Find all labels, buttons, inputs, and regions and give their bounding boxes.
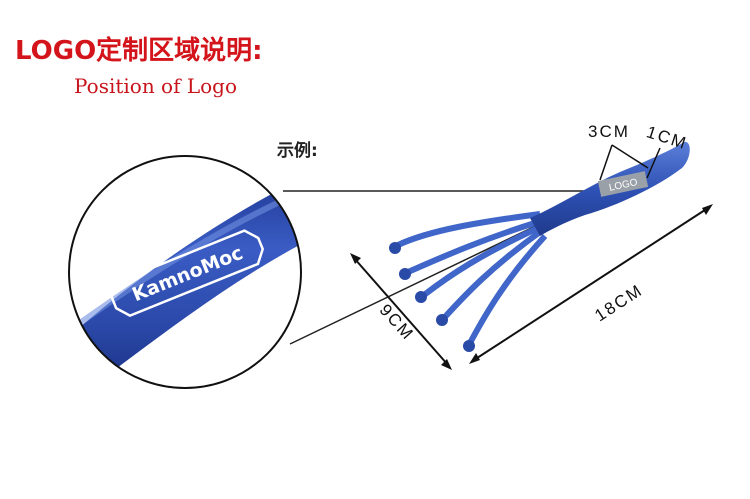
scalp-massager: LOGO <box>389 141 690 352</box>
page-title: LOGO定制区域说明: <box>15 36 263 66</box>
length-dimension: 18CM <box>591 280 646 325</box>
height-dimension: 1CM <box>644 122 690 153</box>
width-callout-line-left <box>599 144 613 181</box>
logo-area: LOGO <box>597 171 649 197</box>
width-dimension: 3CM <box>588 122 630 141</box>
height-callout-line <box>646 147 661 179</box>
page-subtitle: Position of Logo <box>74 74 238 98</box>
head-dimension-arrow <box>350 253 452 370</box>
example-label: 示例: <box>277 141 318 161</box>
length-dimension-arrow <box>469 204 713 364</box>
width-callout-line-right <box>611 144 649 169</box>
logo-zoom-circle: KamnoMoc <box>68 155 302 389</box>
